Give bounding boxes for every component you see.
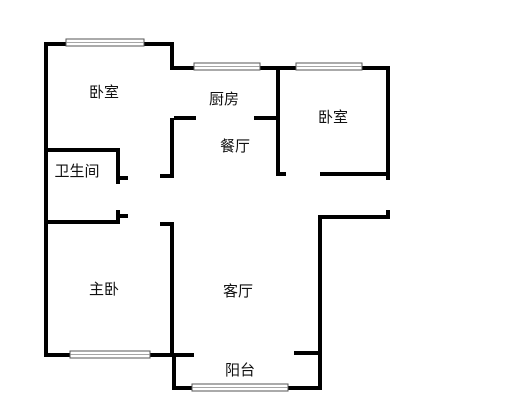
wall-bathroom-right (116, 148, 120, 184)
window-right-bedroom (295, 62, 363, 71)
wall-kitchen-left-stub (174, 116, 196, 120)
wall-left-exterior (44, 42, 48, 357)
wall-bathroom-right-stub-top (116, 176, 128, 180)
wall-master-bedroom-right-stub (160, 222, 174, 226)
wall-right-bedroom-left (276, 66, 280, 176)
wall-balcony-left (172, 353, 176, 390)
wall-right-bedroom-bottom (320, 172, 390, 176)
wall-kitchen-right-stub (254, 116, 278, 120)
window-kitchen (193, 62, 261, 71)
window-master-bedroom (69, 350, 151, 359)
room-labels: 卧室 厨房 卧室 餐厅 卫生间 主卧 客厅 阳台 (54, 83, 348, 379)
label-living: 客厅 (223, 282, 253, 300)
label-kitchen: 厨房 (209, 90, 239, 108)
wall-left-bedroom-right-lower (170, 118, 174, 178)
wall-master-bedroom-right (170, 222, 174, 357)
wall-bathroom-bottom (44, 220, 120, 224)
wall-balcony-right-stub (294, 351, 322, 355)
wall-bathroom-right-stub-bottom (116, 214, 128, 218)
wall-right-bedroom-left-stub (276, 172, 286, 176)
label-balcony: 阳台 (225, 361, 255, 379)
label-master-bedroom: 主卧 (89, 280, 119, 298)
windows (65, 38, 363, 392)
label-bedroom-left: 卧室 (89, 83, 119, 101)
wall-left-bedroom-bottom (44, 148, 118, 152)
wall-right-exterior-upper (386, 66, 390, 180)
window-balcony (191, 383, 289, 392)
label-bathroom: 卫生间 (54, 162, 99, 180)
wall-living-right-top (318, 215, 390, 219)
label-dining: 餐厅 (220, 137, 250, 155)
wall-left-bedroom-right-upper (170, 42, 174, 70)
wall-living-right (318, 215, 322, 390)
label-bedroom-right: 卧室 (318, 108, 348, 126)
window-left-bedroom (65, 38, 145, 47)
wall-left-bedroom-bottom-stub (160, 174, 174, 178)
wall-right-exterior-stub (386, 210, 390, 219)
